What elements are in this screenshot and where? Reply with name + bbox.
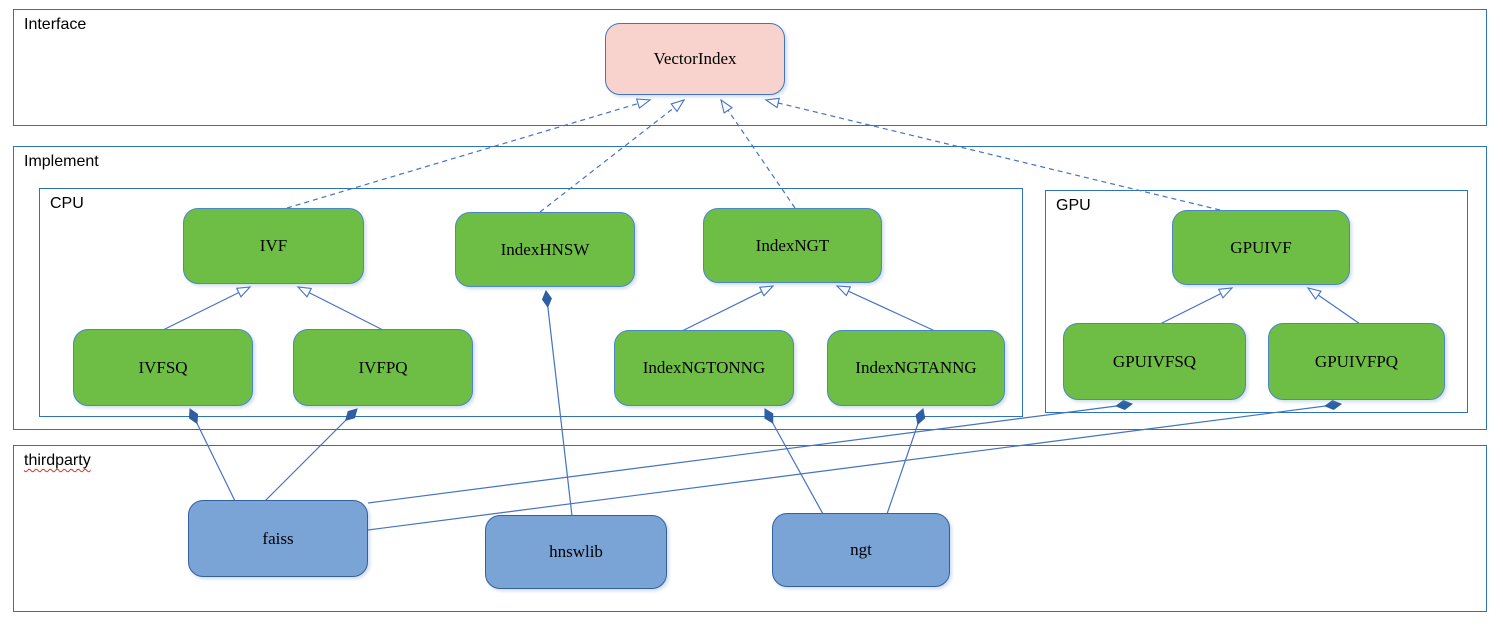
- interface-container-label: Interface: [24, 16, 87, 33]
- edge-faiss-to-gpuivfsq: [367, 399, 1134, 504]
- node-indexhnsw-label: IndexHNSW: [500, 239, 590, 259]
- node-indexhnsw: IndexHNSW: [455, 212, 635, 287]
- edge-indexngt-to-vectorindex: [720, 98, 796, 209]
- edge-faiss-to-ivfpq: [264, 408, 358, 502]
- node-gpuivfsq: GPUIVFSQ: [1063, 323, 1246, 400]
- edge-ivfpq-to-ivf: [296, 286, 384, 331]
- edge-ngt-to-indexngtanng: [886, 408, 926, 515]
- node-ngt-label: ngt: [850, 540, 872, 559]
- cpu-container: CPU: [39, 188, 1023, 417]
- node-indexngt: IndexNGT: [703, 208, 882, 283]
- edge-faiss-to-gpuivfpq: [367, 399, 1343, 531]
- node-hnswlib-label: hnswlib: [549, 542, 603, 561]
- edge-indexngtonng-to-indexngt: [681, 285, 775, 332]
- edge-hnswlib-to-indexhnsw: [541, 289, 573, 517]
- edge-gpuivfsq-to-gpuivf: [1159, 287, 1234, 325]
- node-indexngtonng-label: IndexNGTONNG: [642, 358, 766, 377]
- node-ivfsq-label: IVFSQ: [138, 357, 188, 377]
- edge-faiss-to-ivfsq: [188, 408, 236, 502]
- node-indexngtonng: IndexNGTONNG: [614, 330, 794, 406]
- node-ivf: IVF: [183, 208, 364, 284]
- edge-ngt-to-indexngtonng: [764, 408, 824, 515]
- node-gpuivfpq-label: GPUIVFPQ: [1314, 351, 1399, 371]
- node-ivfsq: IVFSQ: [73, 329, 253, 406]
- thirdparty-container: thirdparty: [13, 445, 1487, 612]
- edge-ivfsq-to-ivf: [162, 286, 252, 331]
- thirdparty-container-label: thirdparty: [24, 452, 91, 469]
- node-hnswlib: hnswlib: [485, 515, 667, 589]
- node-ivfpq-label: IVFPQ: [358, 357, 408, 377]
- node-ngt: ngt: [772, 513, 950, 587]
- node-vectorindex-label: VectorIndex: [653, 49, 737, 68]
- edge-gpuivf-to-vectorindex: [764, 97, 1221, 211]
- interface-container: Interface: [13, 9, 1487, 126]
- node-vectorindex: VectorIndex: [605, 23, 785, 95]
- node-indexngtanng-label: IndexNGTANNG: [855, 358, 977, 377]
- node-gpuivf: GPUIVF: [1172, 210, 1350, 285]
- node-indexngtanng: IndexNGTANNG: [827, 330, 1005, 406]
- edge-indexngtanng-to-indexngt: [835, 285, 936, 332]
- node-gpuivfpq: GPUIVFPQ: [1268, 323, 1445, 400]
- edge-ivf-to-vectorindex: [286, 98, 652, 209]
- node-faiss-label: faiss: [262, 528, 294, 548]
- implement-container: Implement: [13, 146, 1487, 430]
- edge-gpuivfpq-to-gpuivf: [1306, 287, 1361, 325]
- node-gpuivf-label: GPUIVF: [1230, 237, 1292, 257]
- node-ivfpq: IVFPQ: [293, 329, 473, 406]
- gpu-container: GPU: [1045, 190, 1468, 413]
- gpu-container-label: GPU: [1056, 197, 1091, 214]
- node-faiss: faiss: [188, 500, 368, 577]
- node-indexngt-label: IndexNGT: [755, 235, 830, 255]
- cpu-container-label: CPU: [50, 195, 84, 212]
- node-ivf-label: IVF: [259, 236, 288, 255]
- node-gpuivfsq-label: GPUIVFSQ: [1112, 351, 1197, 371]
- edge-indexhnsw-to-vectorindex: [539, 99, 686, 213]
- implement-container-label: Implement: [24, 153, 99, 170]
